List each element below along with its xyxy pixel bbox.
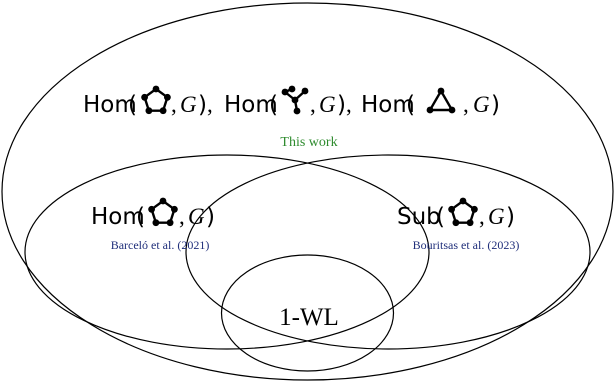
- comma: ,: [171, 92, 177, 117]
- inner-ellipse: [220, 254, 395, 372]
- hom-func-label: Hom: [83, 92, 137, 118]
- hom-func-label: Hom: [224, 92, 278, 118]
- left-expression: Hom ( , G ): [91, 196, 215, 230]
- open-paren: (: [269, 92, 278, 118]
- comma: ,: [207, 92, 213, 117]
- open-paren: (: [436, 204, 445, 230]
- comma: ,: [463, 92, 469, 117]
- hom-func-label: Hom: [361, 92, 415, 118]
- sub-func-label: Sub: [397, 204, 441, 230]
- pentagon-with-dots-icon: [146, 196, 180, 228]
- this-work-note: This work: [280, 135, 337, 150]
- right-ellipse: [185, 154, 591, 350]
- open-paren: (: [406, 92, 415, 118]
- graph-variable: G: [319, 92, 336, 117]
- close-paren: ): [491, 92, 500, 118]
- open-paren: (: [128, 92, 137, 118]
- outer-expression-2: Hom ( , G ) ,: [224, 84, 352, 118]
- close-paren: ): [506, 204, 515, 230]
- right-expression: Sub ( , G ): [397, 196, 515, 230]
- pentagon-with-dots-icon: [139, 84, 173, 116]
- outer-expression-1: Hom ( , G ) ,: [83, 84, 213, 118]
- left-ellipse: [24, 154, 430, 350]
- graph-variable: G: [180, 92, 197, 117]
- triangle-with-dots-icon: [425, 86, 457, 115]
- one-wl-label: 1-WL: [279, 304, 339, 331]
- close-paren: ): [198, 92, 207, 118]
- comma: ,: [346, 92, 352, 117]
- right-citation: Bouritsas et al. (2023): [413, 238, 520, 252]
- pentagon-with-dots-icon: [447, 196, 479, 228]
- open-paren: (: [136, 204, 145, 230]
- close-paren: ): [337, 92, 346, 118]
- comma: ,: [310, 92, 316, 117]
- graph-variable: G: [488, 204, 505, 229]
- comma: ,: [479, 204, 485, 229]
- left-citation: Barceló et al. (2021): [111, 238, 210, 252]
- graph-variable: G: [473, 92, 490, 117]
- graph-variable: G: [188, 204, 205, 229]
- hom-func-label: Hom: [91, 204, 145, 230]
- close-paren: ): [206, 204, 215, 230]
- comma: ,: [179, 204, 185, 229]
- branching-graph-icon: [280, 84, 310, 116]
- outer-expression-3: Hom ( , G ): [361, 86, 500, 118]
